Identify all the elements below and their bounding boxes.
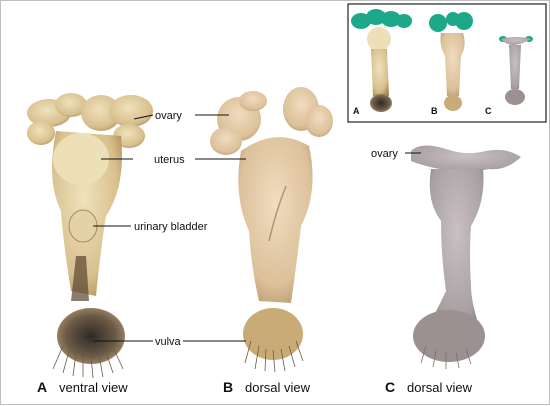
label-ovary: ovary: [155, 110, 182, 122]
inset-specimen-c: [499, 36, 533, 105]
inset-letter-b: B: [431, 106, 438, 116]
caption-b: B dorsal view: [223, 379, 311, 395]
specimen-c-hair: [420, 345, 472, 369]
leader-lines: [93, 114, 421, 342]
label-urinary-bladder: urinary bladder: [134, 221, 208, 233]
inset-panel: A B C: [347, 3, 547, 123]
inset-specimen-b: [429, 12, 473, 111]
label-uterus: uterus: [154, 154, 185, 166]
caption-b-letter: B: [223, 379, 233, 395]
specimen-c: [411, 145, 521, 369]
leader-ovary-a: [133, 114, 154, 120]
caption-a: A ventral view: [37, 379, 128, 395]
specimen-b-vulva: [243, 308, 303, 360]
specimen-c-body: [429, 169, 484, 326]
caption-a-text: ventral view: [59, 380, 128, 395]
specimen-a-vulva: [57, 308, 125, 364]
specimen-b-body: [238, 137, 313, 303]
specimen-a-dark-streak: [71, 256, 89, 301]
caption-a-letter: A: [37, 379, 47, 395]
specimen-a-hair: [52, 345, 124, 379]
specimen-c-vulva: [413, 310, 485, 362]
label-vulva: vulva: [155, 336, 182, 348]
specimen-b-fold: [268, 185, 287, 242]
specimen-a-uterus: [53, 133, 109, 185]
caption-c-text: dorsal view: [407, 380, 473, 395]
specimen-c-horns: [411, 145, 521, 172]
specimen-b: [210, 87, 333, 373]
caption-c-letter: C: [385, 379, 395, 395]
label-ovary-c: ovary: [371, 148, 398, 160]
caption-b-text: dorsal view: [245, 380, 311, 395]
inset-letter-a: A: [353, 106, 360, 116]
inset-letter-c: C: [485, 106, 492, 116]
specimen-b-ovaries: [210, 87, 333, 155]
caption-c: C dorsal view: [385, 379, 473, 395]
inset-specimen-a: [351, 9, 412, 112]
specimen-b-hair: [244, 340, 304, 373]
specimen-a: [27, 93, 153, 379]
specimen-a-ovaries: [27, 93, 153, 148]
specimen-a-bladder: [68, 209, 98, 243]
